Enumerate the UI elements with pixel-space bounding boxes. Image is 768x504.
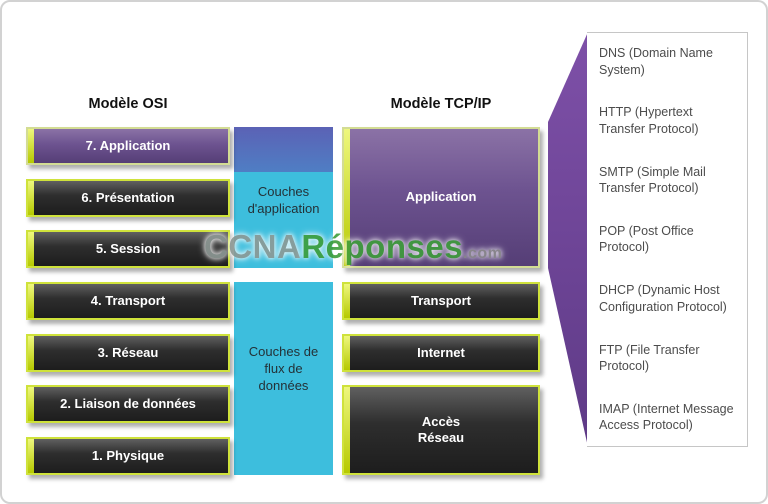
protocol-list-panel: DNS (Domain Name System) HTTP (Hypertext…: [587, 32, 748, 447]
tcpip-layer-label: Transport: [411, 292, 471, 308]
osi-layer-label: 2. Liaison de données: [60, 395, 196, 411]
protocol-list-item: POP (Post Office Protocol): [599, 223, 694, 255]
osi-layer-1-physique: 1. Physique: [26, 437, 230, 475]
osi-layer-label: 4. Transport: [90, 292, 166, 308]
protocol-list-item: IMAP (Internet Message Access Protocol): [599, 401, 734, 433]
application-connector-band: [234, 127, 333, 172]
watermark-reponses: Réponses: [301, 228, 464, 265]
application-layers-band: Couches d'application: [234, 127, 333, 268]
tcpip-layer-transport: Transport: [342, 282, 540, 320]
osi-layer-label: 6. Présentation: [81, 189, 175, 205]
osi-layer-5-session: 5. Session: [26, 230, 230, 268]
protocol-list-item: DNS (Domain Name System): [599, 46, 713, 77]
protocol-list-item: SMTP (Simple Mail Transfer Protocol): [599, 164, 706, 196]
osi-layer-label: 3. Réseau: [97, 344, 159, 360]
osi-layer-4-transport: 4. Transport: [26, 282, 230, 320]
tcpip-layer-acces-reseau: Accès Réseau: [342, 385, 540, 475]
watermark-com: .com: [463, 245, 503, 262]
protocol-list-item: DHCP (Dynamic Host Configuration Protoco…: [599, 283, 727, 314]
osi-layer-label: 1. Physique: [91, 447, 165, 463]
tcpip-layer-label: Application: [405, 189, 477, 205]
osi-model-title: Modèle OSI: [88, 96, 168, 112]
tcpip-layer-application: Application: [342, 127, 540, 268]
dataflow-layers-band: Couches de flux de données: [234, 282, 333, 475]
osi-layer-3-reseau: 3. Réseau: [26, 334, 230, 372]
watermark-ccna: CCNA: [204, 228, 302, 265]
protocol-list-item: HTTP (Hypertext Transfer Protocol): [599, 105, 699, 136]
tcpip-layer-label: Internet: [417, 344, 465, 360]
watermark: CCNARéponses.com: [204, 228, 502, 266]
tcpip-layer-internet: Internet: [342, 334, 540, 372]
dataflow-layers-label: Couches de flux de données: [248, 344, 319, 393]
application-layers-label: Couches d'application: [247, 184, 320, 216]
osi-layer-6-presentation: 6. Présentation: [26, 179, 230, 217]
osi-layer-7-application: 7. Application: [26, 127, 230, 165]
protocol-list-item: FTP (File Transfer Protocol): [599, 342, 700, 374]
osi-layer-label: 5. Session: [95, 240, 161, 256]
tcpip-model-title: Modèle TCP/IP: [390, 96, 492, 112]
tcpip-layer-label: Accès Réseau: [417, 413, 465, 445]
osi-layer-2-liaison: 2. Liaison de données: [26, 385, 230, 423]
osi-layer-label: 7. Application: [85, 137, 171, 153]
